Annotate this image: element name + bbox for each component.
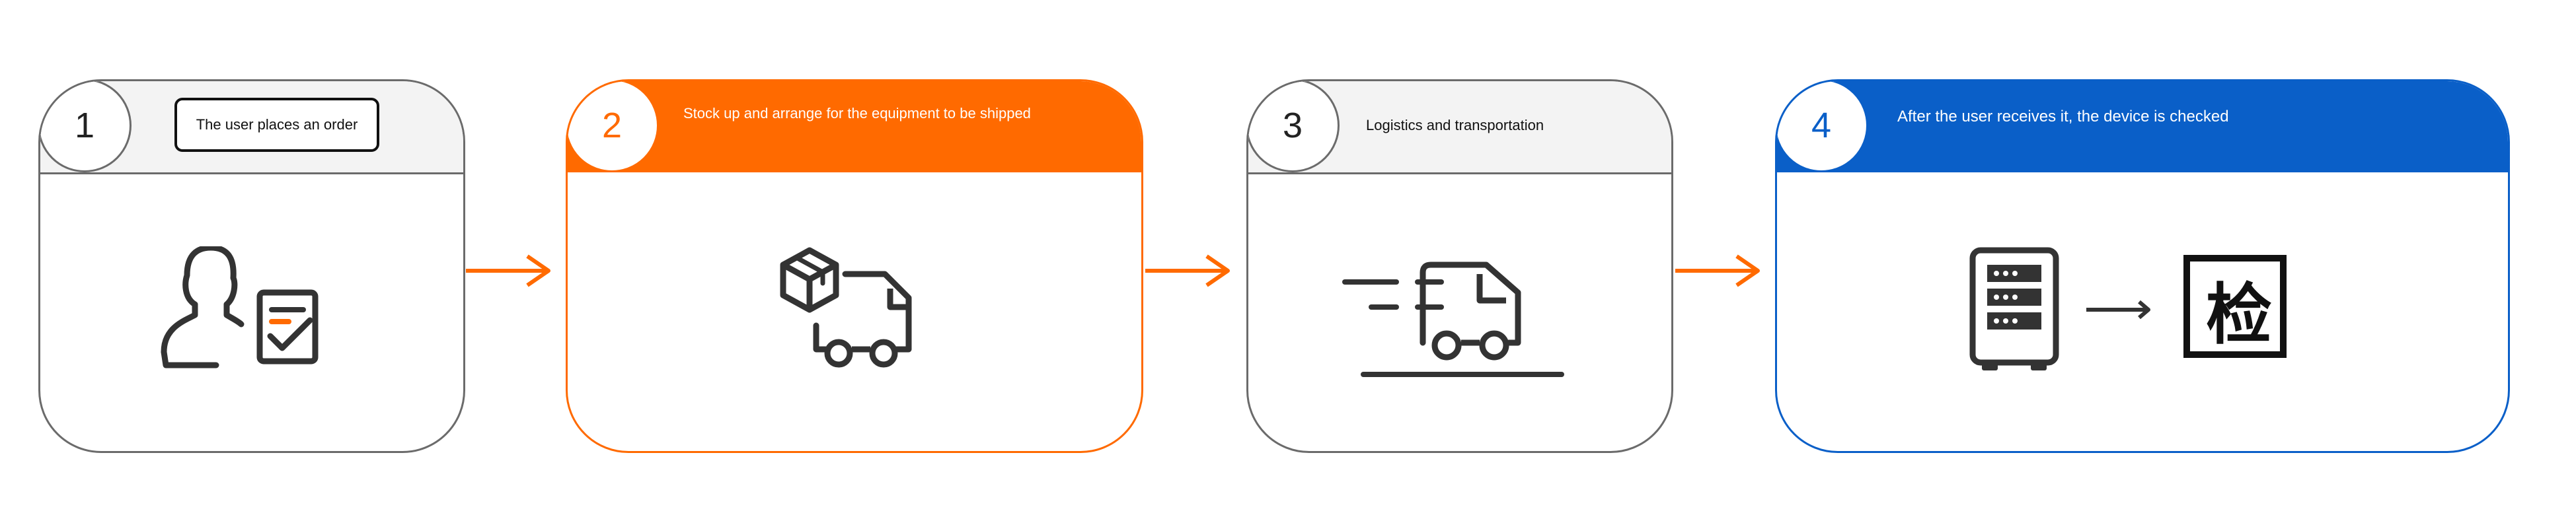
step-2-label: Stock up and arrange for the equipment t…	[683, 105, 1031, 122]
step-3-number: 3	[1248, 81, 1340, 172]
step-1-card: 1 The user places an order	[38, 79, 465, 453]
server-to-inspection-icon	[1969, 247, 2287, 370]
box-truck-icon	[780, 247, 912, 368]
inspection-character: 检	[2206, 276, 2272, 353]
step-1-label: The user places an order	[196, 116, 358, 133]
step-2-number: 2	[568, 81, 659, 172]
step-4-number: 4	[1777, 81, 1868, 172]
step-2-header	[568, 81, 1141, 172]
step-2-card: 2 Stock up and arrange for the equipment…	[566, 79, 1143, 453]
flow-arrow-1	[466, 254, 550, 287]
user-check-icon	[161, 246, 319, 368]
step-1-label-box: The user places an order	[174, 98, 379, 152]
step-4-label: After the user receives it, the device i…	[1897, 108, 2229, 125]
step-1-number: 1	[40, 81, 132, 172]
flow-arrow-3	[1675, 254, 1760, 287]
flow-arrow-2	[1145, 254, 1230, 287]
step-4-header	[1777, 81, 2508, 172]
moving-truck-icon	[1342, 262, 1564, 377]
step-4-card: 4 After the user receives it, the device…	[1775, 79, 2510, 453]
step-3-label: Logistics and transportation	[1366, 117, 1544, 133]
step-3-card: 3 Logistics and transportation	[1246, 79, 1673, 453]
